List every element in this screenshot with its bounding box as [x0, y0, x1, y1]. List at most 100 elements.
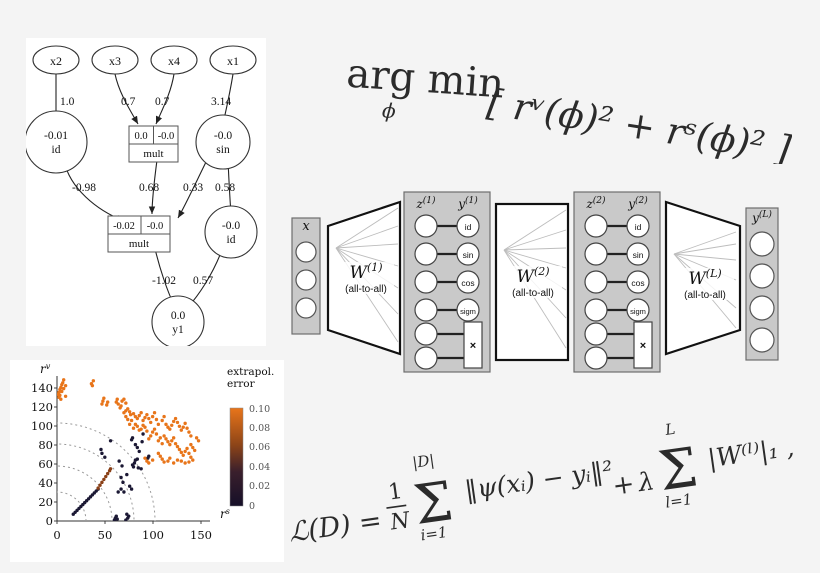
node-id1-value: -0.01 — [44, 130, 68, 142]
layer2-unit-product — [633, 321, 653, 369]
scatter-point — [162, 434, 166, 438]
scatter-point — [173, 416, 178, 421]
scatter-point — [175, 458, 180, 462]
scatter-point — [158, 436, 162, 440]
loss-fraction-denominator: N — [388, 508, 412, 536]
scatter-point — [108, 467, 113, 471]
scatter-point — [58, 393, 62, 398]
scatter-point — [135, 445, 140, 450]
loss-lambda: λ — [635, 466, 656, 497]
WL-sublabel: (all-to-all) — [684, 290, 726, 301]
layer1-z-node-2 — [414, 242, 438, 266]
loss-sum2-upper: L — [663, 420, 676, 439]
layer2-z-node-1 — [584, 214, 608, 238]
scatter-point — [124, 414, 128, 419]
scatter-point — [131, 426, 136, 430]
ytick-0: 0 — [46, 514, 53, 528]
scatter-point — [102, 477, 106, 482]
scatter-point — [175, 420, 180, 425]
ytick-60: 60 — [38, 457, 53, 471]
scatter-point — [139, 411, 143, 415]
scatter-point — [147, 454, 151, 458]
cb-tick-5: 0 — [249, 501, 255, 512]
scatter-point — [121, 480, 125, 485]
scatter-point — [90, 383, 95, 388]
input-node-2 — [295, 269, 317, 291]
output-node-1 — [749, 231, 775, 257]
layer1-unit-sigm-label: sigm — [460, 307, 476, 316]
input-node-1 — [295, 241, 317, 263]
scatter-point — [170, 439, 174, 443]
loss-sum1-upper: |D| — [411, 451, 435, 472]
scatter-point — [133, 442, 138, 447]
scatter-point — [98, 483, 102, 487]
node-x2-label: x2 — [50, 54, 62, 68]
scatter-point — [189, 455, 193, 459]
scatter-point — [137, 413, 141, 418]
scatter-point — [143, 456, 147, 460]
WL-label: W(L) — [688, 267, 721, 289]
weight-block-WL: W(L) (all-to-all) — [664, 200, 742, 356]
layer1-activation-units: id sin cos sigm × — [456, 214, 483, 369]
graph-input-nodes: x2 x3 x4 x1 — [32, 45, 257, 75]
loss-sum1-symbol: Σ — [410, 469, 457, 537]
objective-argmin: arg min — [345, 51, 506, 108]
mult2-right-value: -0.0 — [147, 221, 164, 232]
scatter-point — [119, 404, 123, 408]
objective-subscript: ϕ — [381, 98, 397, 123]
layer2-z-nodes — [584, 214, 608, 370]
equation-graph-svg: x2 x3 x4 x1 -0.01 id -0.0 sin -0.0 id 0. — [26, 45, 258, 346]
node-x4 — [150, 45, 198, 75]
edge-weight-sin1-id2: 0.58 — [215, 182, 235, 194]
layer2-z-node-2 — [584, 242, 608, 266]
colorbar-group: extrapol. error 0.10 0.08 0.06 0.04 0.02… — [227, 366, 274, 512]
scatter-point — [105, 400, 110, 404]
scatter-point — [145, 412, 149, 417]
loss-lhs: ℒ(D) = — [287, 505, 384, 549]
layer1-unit-cos-label: cos — [461, 278, 474, 288]
scatter-point — [150, 458, 155, 462]
scatter-point — [115, 397, 119, 401]
scatter-point — [132, 461, 137, 465]
WL-fanlines — [673, 231, 737, 329]
scatter-point — [196, 439, 201, 443]
scatter-point — [171, 436, 176, 440]
edge-weight-mult2-y1: -1.02 — [152, 275, 176, 287]
y-axis-label: rv — [40, 362, 51, 376]
ytick-140: 140 — [31, 381, 53, 395]
scatter-point — [117, 459, 121, 463]
scatter-point — [129, 418, 134, 423]
scatter-point — [127, 422, 132, 427]
mult-box-1: 0.0 -0.0 mult — [128, 125, 179, 163]
scatter-point — [168, 427, 172, 431]
scatter-plot-svg: 0 20 40 60 80 100 120 140 0 50 100 150 r… — [31, 362, 274, 542]
scatter-point — [156, 451, 161, 456]
weight-block-W1: W(1) (all-to-all) — [326, 200, 402, 356]
node-id2-value: -0.0 — [222, 220, 240, 232]
mult1-right-value: -0.0 — [158, 131, 175, 142]
colorbar-gradient — [229, 407, 244, 507]
scatter-point — [173, 441, 178, 446]
scatter-point — [156, 422, 161, 427]
scatter-point — [137, 449, 141, 454]
layer1-z-nodes — [414, 214, 438, 370]
edge-weight-x1-sin1: 3.14 — [211, 96, 231, 108]
edge-weight-id1-mult2: -0.98 — [72, 182, 96, 194]
scatter-point — [185, 446, 189, 451]
scatter-point — [171, 461, 176, 465]
scatter-point — [127, 410, 132, 414]
scatter-point — [131, 465, 136, 469]
scatter-point — [150, 414, 155, 419]
node-y1-label: y1 — [172, 324, 184, 336]
scatter-point — [191, 445, 195, 450]
hidden-layer-2: z(2) y(2) — [573, 191, 661, 373]
scatter-point — [183, 421, 187, 426]
node-x3 — [91, 45, 139, 75]
scatter-point — [150, 430, 155, 434]
scatter-point — [115, 517, 119, 521]
mult1-op-label: mult — [143, 148, 163, 160]
colorbar-ticks: 0.10 0.08 0.06 0.04 0.02 0 — [249, 404, 270, 512]
scatter-point — [189, 442, 193, 447]
layer1-unit-product — [463, 321, 483, 369]
loss-equation: ℒ(D) = 1 N Σ |D| i=1 ‖ψ(xᵢ) − yᵢ‖² + λ Σ… — [282, 408, 818, 558]
